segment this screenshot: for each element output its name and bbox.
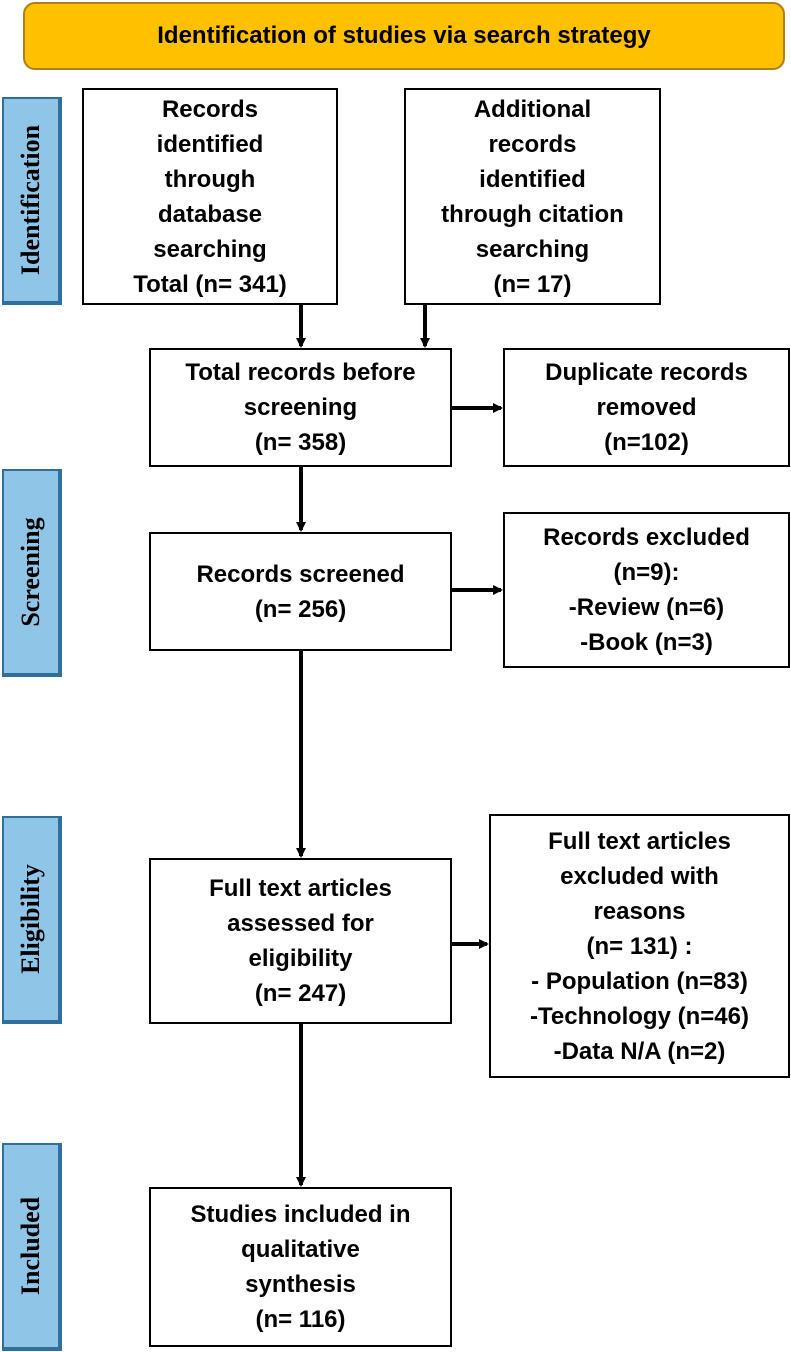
box-line: (n= 116) xyxy=(255,1306,346,1333)
box-line: searching xyxy=(475,235,590,263)
box-line: (n= 247) xyxy=(254,980,347,1007)
box-line: (n=102) xyxy=(604,429,689,456)
box-line: reasons xyxy=(593,897,686,925)
box-line: through xyxy=(164,165,256,193)
box-line: (n=9): xyxy=(613,559,680,586)
duplicates-removed-box: Duplicate records removed (n=102) xyxy=(503,348,790,467)
stage-screening: Screening xyxy=(2,469,62,677)
records-screened-box: Records screened (n= 256) xyxy=(149,532,452,651)
box-line: excluded with xyxy=(560,862,719,890)
full-text-excluded-box: Full text articles excluded with reasons… xyxy=(489,814,790,1078)
box-line: (n= 358) xyxy=(254,429,347,456)
box-line: Studies included in xyxy=(190,1201,411,1228)
header-banner: Identification of studies via search str… xyxy=(23,2,785,70)
stage-identification: Identification xyxy=(2,97,62,305)
studies-included-box: Studies included in qualitative synthesi… xyxy=(149,1187,452,1347)
box-line: -Data N/A (n=2) xyxy=(553,1037,726,1065)
box-line: records xyxy=(488,130,577,158)
box-line: screening xyxy=(243,394,358,421)
box-line: removed xyxy=(596,394,697,421)
citation-records-box: Additional records identified through ci… xyxy=(404,88,661,305)
box-line: -Book (n=3) xyxy=(580,629,713,656)
box-line: Records screened xyxy=(196,560,405,588)
box-line: -Review (n=6) xyxy=(568,594,725,621)
box-line: Total (n= 341) xyxy=(133,270,287,298)
box-line: Additional xyxy=(473,95,592,123)
box-line: -Technology (n=46) xyxy=(530,1002,749,1030)
stage-included: Included xyxy=(2,1143,62,1351)
box-line: eligibility xyxy=(248,945,353,972)
box-line: Records xyxy=(161,95,259,123)
records-excluded-box: Records excluded (n=9): -Review (n=6) -B… xyxy=(503,512,790,668)
box-line: Full text articles xyxy=(209,875,392,902)
box-line: (n= 256) xyxy=(254,595,347,623)
box-line: through citation xyxy=(441,200,624,228)
box-line: (n= 131) : xyxy=(586,932,693,960)
box-line: assessed for xyxy=(227,910,374,937)
box-line: searching xyxy=(153,235,267,263)
box-line: identified xyxy=(479,165,586,193)
full-text-assessed-box: Full text articles assessed for eligibil… xyxy=(149,858,452,1024)
header-title: Identification of studies via search str… xyxy=(157,22,651,49)
box-line: Duplicate records xyxy=(545,359,748,386)
box-line: database xyxy=(157,200,263,228)
box-line: synthesis xyxy=(245,1271,356,1298)
total-before-screening-box: Total records before screening (n= 358) xyxy=(149,348,452,467)
box-line: (n= 17) xyxy=(493,270,572,298)
box-line: identified xyxy=(156,130,264,158)
box-line: Total records before xyxy=(185,359,416,386)
database-records-box: Records identified through database sear… xyxy=(82,88,338,305)
box-line: - Population (n=83) xyxy=(531,967,748,995)
box-line: Full text articles xyxy=(548,827,731,855)
box-line: qualitative xyxy=(241,1236,360,1263)
stage-eligibility: Eligibility xyxy=(2,816,62,1024)
box-line: Records excluded xyxy=(543,524,750,551)
